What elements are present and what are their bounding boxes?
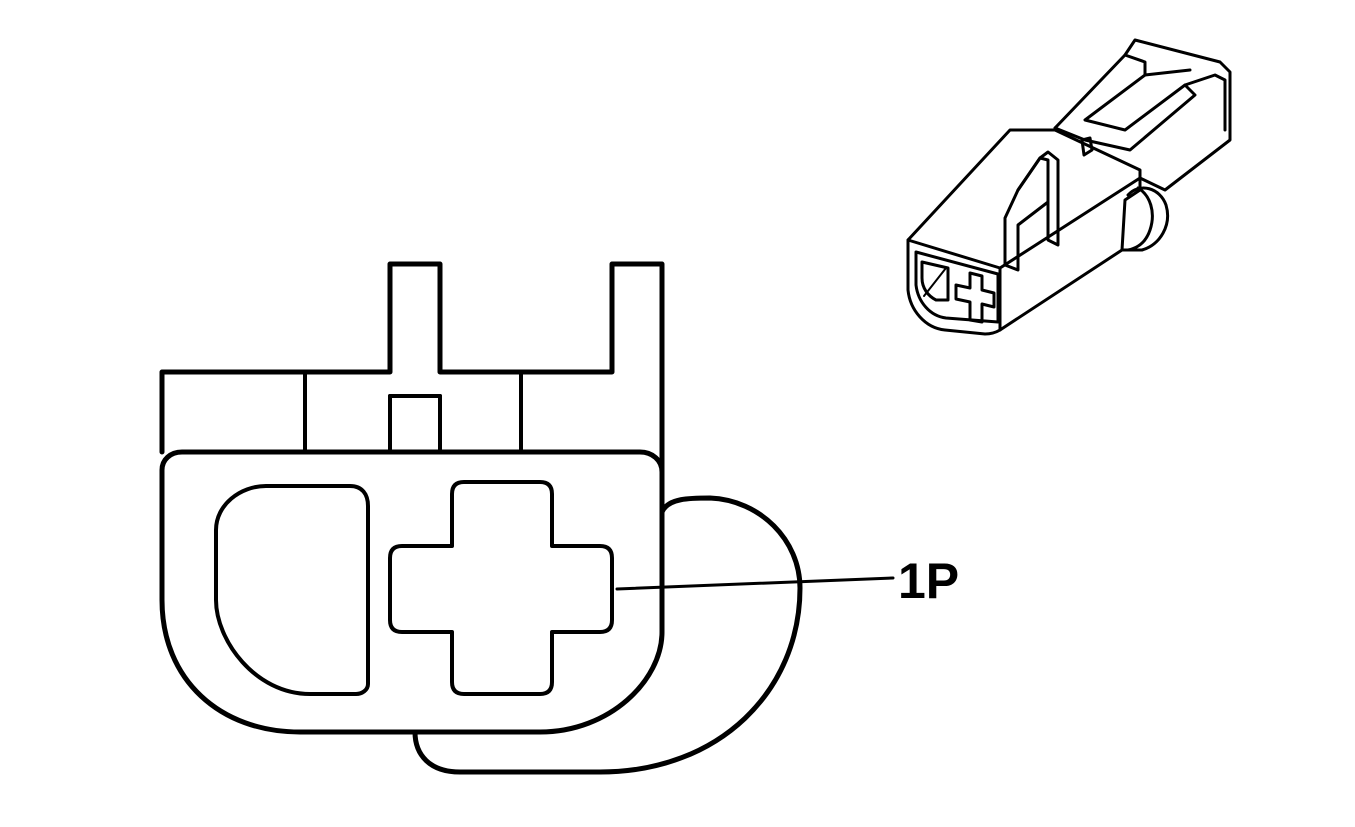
connector-isometric-view (906, 38, 1232, 336)
iso-latch-finger (1080, 136, 1094, 157)
callout-leader-line (615, 576, 895, 591)
cavity-empty (214, 484, 370, 696)
iso-cavity-empty-diagonal (923, 267, 947, 297)
callout-label-1p: 1P (898, 553, 959, 609)
iso-latch-rails (1143, 68, 1227, 132)
iso-rear-boot-inner (1126, 186, 1154, 252)
connector-face-body (159, 449, 665, 735)
iso-latch-slot (1053, 53, 1197, 152)
iso-latch-housing (1053, 38, 1232, 192)
top-latch-strip (159, 261, 665, 515)
iso-housing-top-edge (906, 176, 1142, 270)
cavity-pin-1p (388, 480, 614, 696)
connector-front-view (159, 261, 895, 775)
iso-cavity-pin-1p (954, 271, 996, 324)
rear-lobe-outline (412, 495, 803, 775)
iso-ramp-face (1016, 156, 1050, 204)
iso-cavity-empty (920, 260, 950, 302)
iso-housing-body (906, 128, 1142, 336)
